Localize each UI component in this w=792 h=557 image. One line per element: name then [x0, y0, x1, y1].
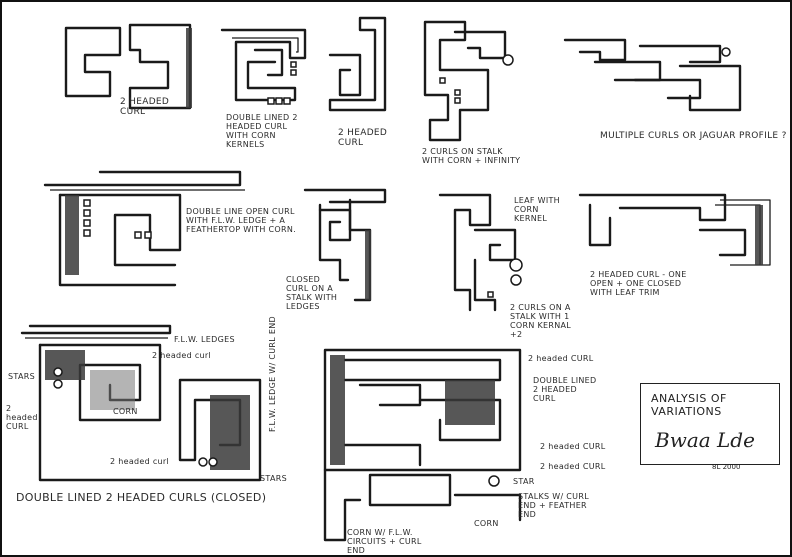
label-2-headed-curl-c: 2 headed curl	[152, 351, 212, 360]
label-2-headed-curl-e: 2 headed curl	[110, 457, 170, 466]
title-block: ANALYSIS OF VARIATIONS Bwaa Lde	[640, 383, 780, 465]
sketch-2-headed-curl-b	[328, 16, 387, 112]
label-flw-ledges: F.L.W. LEDGES	[174, 335, 235, 344]
sketch-open-closed-curl-leaf	[578, 193, 771, 266]
label-leaf-corn: LEAF WITH CORN KERNEL	[514, 196, 561, 223]
label-2-headed-curl-d: 2 headed CURL	[6, 404, 38, 431]
sketch-corn-circuits	[323, 348, 522, 542]
label-curls-on-stalk: 2 CURLS ON STALK WITH CORN + INFINITY	[422, 147, 521, 165]
sketch-double-lined-curl	[220, 28, 307, 105]
label-double-lined-curl-corn: DOUBLE LINED 2 HEADED CURL WITH CORN KER…	[226, 113, 298, 149]
label-stars: STARS	[8, 372, 35, 381]
sketch-open-curl-with-ledge	[43, 170, 245, 287]
label-stalks-curl-feather: STALKS W/ CURL END + FEATHER END	[518, 492, 589, 519]
label-2-headed-curl: 2 HEADED CURL	[120, 97, 170, 117]
label-stars-b: STARS	[260, 474, 287, 483]
sketch-closed-curl-stalk	[303, 188, 387, 302]
sketch-2-headed-curl	[64, 23, 192, 110]
label-two-curls-stalk: 2 CURLS ON A STALK WITH 1 CORN KERNAL +2	[510, 303, 572, 339]
label-multiple-curls: MULTIPLE CURLS OR JAGUAR PROFILE ?	[600, 131, 787, 141]
label-corn-b: CORN	[474, 519, 499, 528]
label-flw-ledge-curl-end: F.L.W. LEDGE W/ CURL END	[268, 316, 277, 432]
sketch-multiple-curls	[563, 38, 742, 112]
label-2-headed-curl-h: 2 headed CURL	[540, 462, 606, 471]
label-open-closed-curl: 2 HEADED CURL - ONE OPEN + ONE CLOSED WI…	[590, 270, 687, 297]
sketch-curls-on-stalk	[423, 20, 514, 142]
label-closed-curl-stalk: CLOSED CURL ON A STALK WITH LEDGES	[286, 275, 338, 311]
label-double-lined-2-headed-curl: DOUBLE LINED 2 HEADED CURL	[533, 376, 597, 403]
label-2-headed-curl-b: 2 HEADED CURL	[338, 128, 388, 148]
label-corn-flw-circuits: CORN W/ F.L.W. CIRCUITS + CURL END	[347, 528, 422, 555]
label-2-headed-curl-g: 2 headed CURL	[540, 442, 606, 451]
sketch-double-lined-curls-closed	[20, 324, 262, 482]
date-text: 8L 2000	[712, 463, 741, 471]
signature: Bwaa Lde	[655, 428, 755, 452]
label-star: STAR	[513, 477, 535, 486]
title-text: ANALYSIS OF VARIATIONS	[651, 392, 727, 418]
sketch-two-curls-stalk	[438, 193, 523, 312]
label-2-headed-curl-f: 2 headed CURL	[528, 354, 594, 363]
label-double-line-open-curl: DOUBLE LINE OPEN CURL WITH F.L.W. LEDGE …	[186, 207, 296, 234]
label-corn: CORN	[113, 407, 138, 416]
label-double-lined-curls-closed: DOUBLE LINED 2 HEADED CURLS (CLOSED)	[16, 491, 267, 504]
